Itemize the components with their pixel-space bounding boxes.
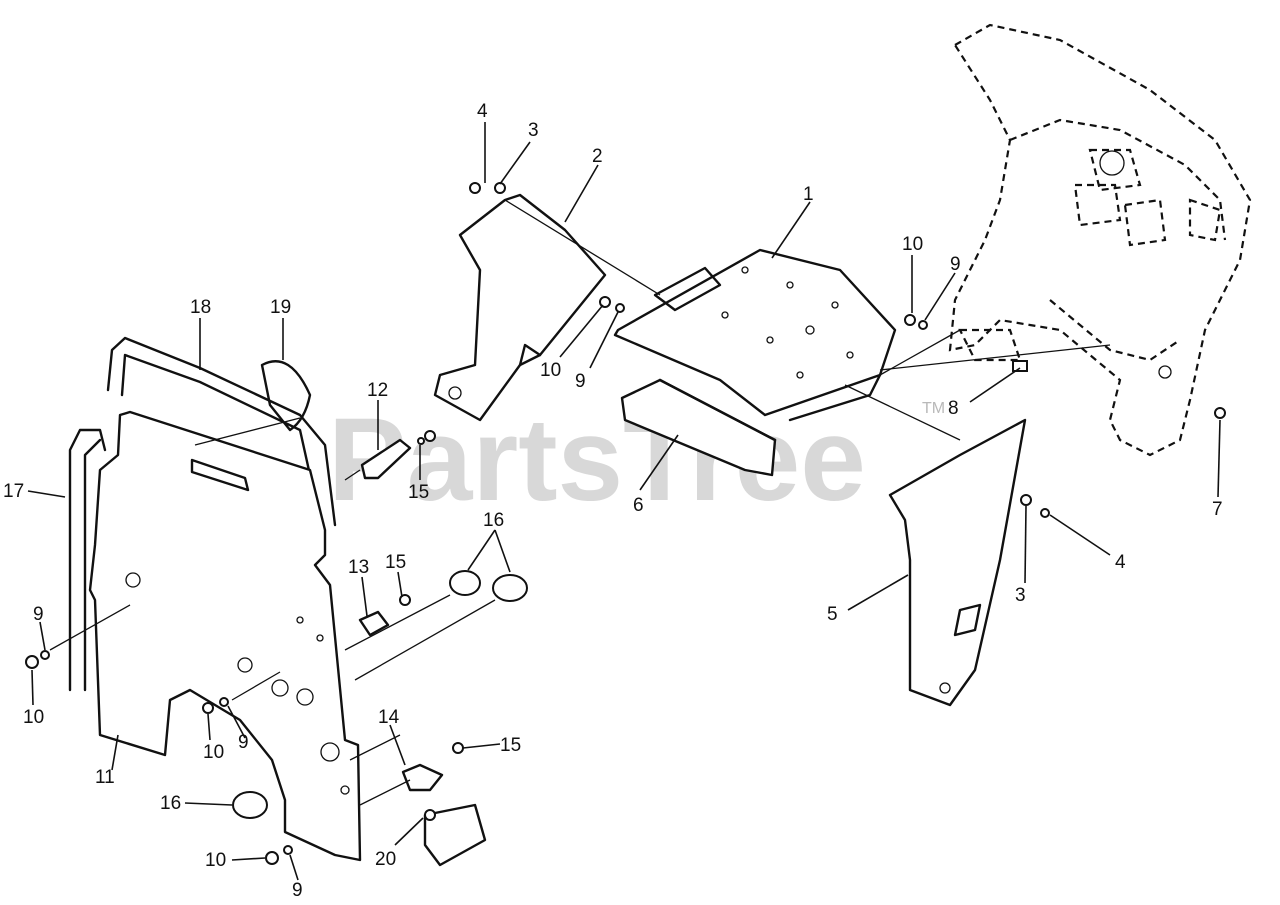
clip-hardware <box>358 438 487 867</box>
callout-10: 10 <box>540 360 561 381</box>
callout-14: 14 <box>378 707 400 728</box>
callout-9: 9 <box>33 604 44 625</box>
part-6-foam-block <box>620 378 777 477</box>
callout-3: 3 <box>528 120 539 141</box>
callout-15: 15 <box>408 482 429 503</box>
callout-19: 19 <box>270 297 291 318</box>
assembly-lines <box>49 199 1111 806</box>
callout-13: 13 <box>348 557 369 578</box>
leader-lines <box>27 122 1221 881</box>
callout-9: 9 <box>950 254 961 275</box>
callout-4: 4 <box>477 101 488 122</box>
callout-17: 17 <box>3 481 24 502</box>
part-17-side-trim <box>68 428 107 692</box>
callout-20: 20 <box>375 849 396 870</box>
callout-9: 9 <box>292 880 303 901</box>
callout-12: 12 <box>367 380 388 401</box>
callout-4: 4 <box>1115 552 1126 573</box>
part-11-front-panel <box>88 410 362 862</box>
part-16-grommets <box>232 570 528 819</box>
watermark-text: PartsTree <box>328 394 866 526</box>
callout-5: 5 <box>827 604 838 625</box>
callout-6: 6 <box>633 495 644 516</box>
callout-11: 11 <box>95 767 115 788</box>
callout-15: 15 <box>500 735 521 756</box>
callout-9: 9 <box>238 732 249 753</box>
callout-10: 10 <box>23 707 44 728</box>
part-8-bolt <box>1012 360 1028 372</box>
callout-3: 3 <box>1015 585 1026 606</box>
dashboard-console-outline <box>948 23 1252 457</box>
watermark-trademark: TM <box>922 400 945 417</box>
callout-18: 18 <box>190 297 211 318</box>
callout-9: 9 <box>575 371 586 392</box>
callout-10: 10 <box>902 234 923 255</box>
callout-8: 8 <box>948 398 959 419</box>
callout-16: 16 <box>160 793 181 814</box>
callout-2: 2 <box>592 146 603 167</box>
part-1-mounting-plate <box>613 248 897 422</box>
small-hardware <box>25 182 1226 865</box>
callout-10: 10 <box>203 742 224 763</box>
callout-16: 16 <box>483 510 504 531</box>
part-5-right-bracket <box>888 418 1027 707</box>
callout-7: 7 <box>1212 499 1223 520</box>
callout-10: 10 <box>205 850 226 871</box>
callout-labels: 4 3 2 1 10 9 10 9 8 7 4 3 5 6 18 19 12 1… <box>3 101 1223 901</box>
part-2-left-bracket <box>433 193 607 422</box>
callout-15: 15 <box>385 552 406 573</box>
callout-1: 1 <box>803 184 814 205</box>
